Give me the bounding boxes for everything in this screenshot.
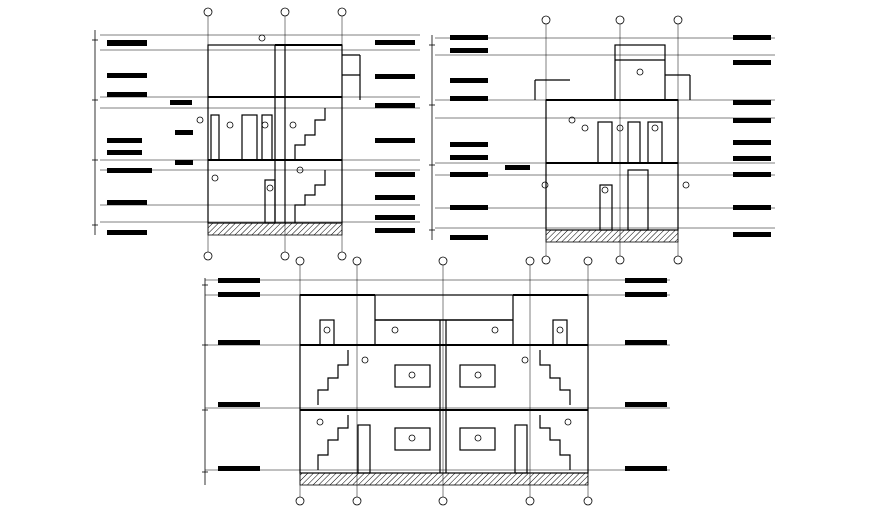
section-c-annotations-left (218, 278, 260, 471)
section-b-annotations-right (733, 35, 771, 237)
section-a-annotations-left (107, 40, 193, 235)
section-b-grid-bubbles-bottom (541, 255, 683, 265)
section-a-dimension-left (92, 30, 98, 235)
section-b-foundation-hatch (545, 229, 679, 243)
section-c-foundation-hatch (299, 472, 589, 486)
section-c-dimension-left (202, 278, 208, 485)
section-b-tags (541, 68, 690, 194)
section-a-annotations-right (375, 40, 415, 233)
section-b-building (534, 44, 691, 231)
section-b-grid-bubbles-top (541, 15, 683, 25)
section-b-annotations-left (450, 35, 530, 240)
section-c (202, 256, 670, 506)
section-a-grid-bubbles-bottom (203, 251, 347, 261)
section-a-tags (196, 34, 304, 192)
section-b (429, 15, 775, 265)
section-c-grid-lines (299, 265, 589, 497)
section-a-foundation-hatch (207, 222, 343, 236)
section-c-building (299, 294, 589, 474)
section-b-dimension-left (429, 35, 435, 240)
section-c-annotations-right (625, 278, 667, 471)
section-b-level-lines (435, 37, 775, 229)
section-c-grid-bubbles-bottom (295, 496, 593, 506)
section-a-level-lines (100, 34, 420, 223)
section-a-building (207, 44, 361, 224)
section-a-grid-bubbles-top (203, 7, 347, 17)
section-a (92, 7, 420, 261)
section-c-tags (316, 326, 572, 442)
section-c-level-lines (205, 279, 670, 471)
